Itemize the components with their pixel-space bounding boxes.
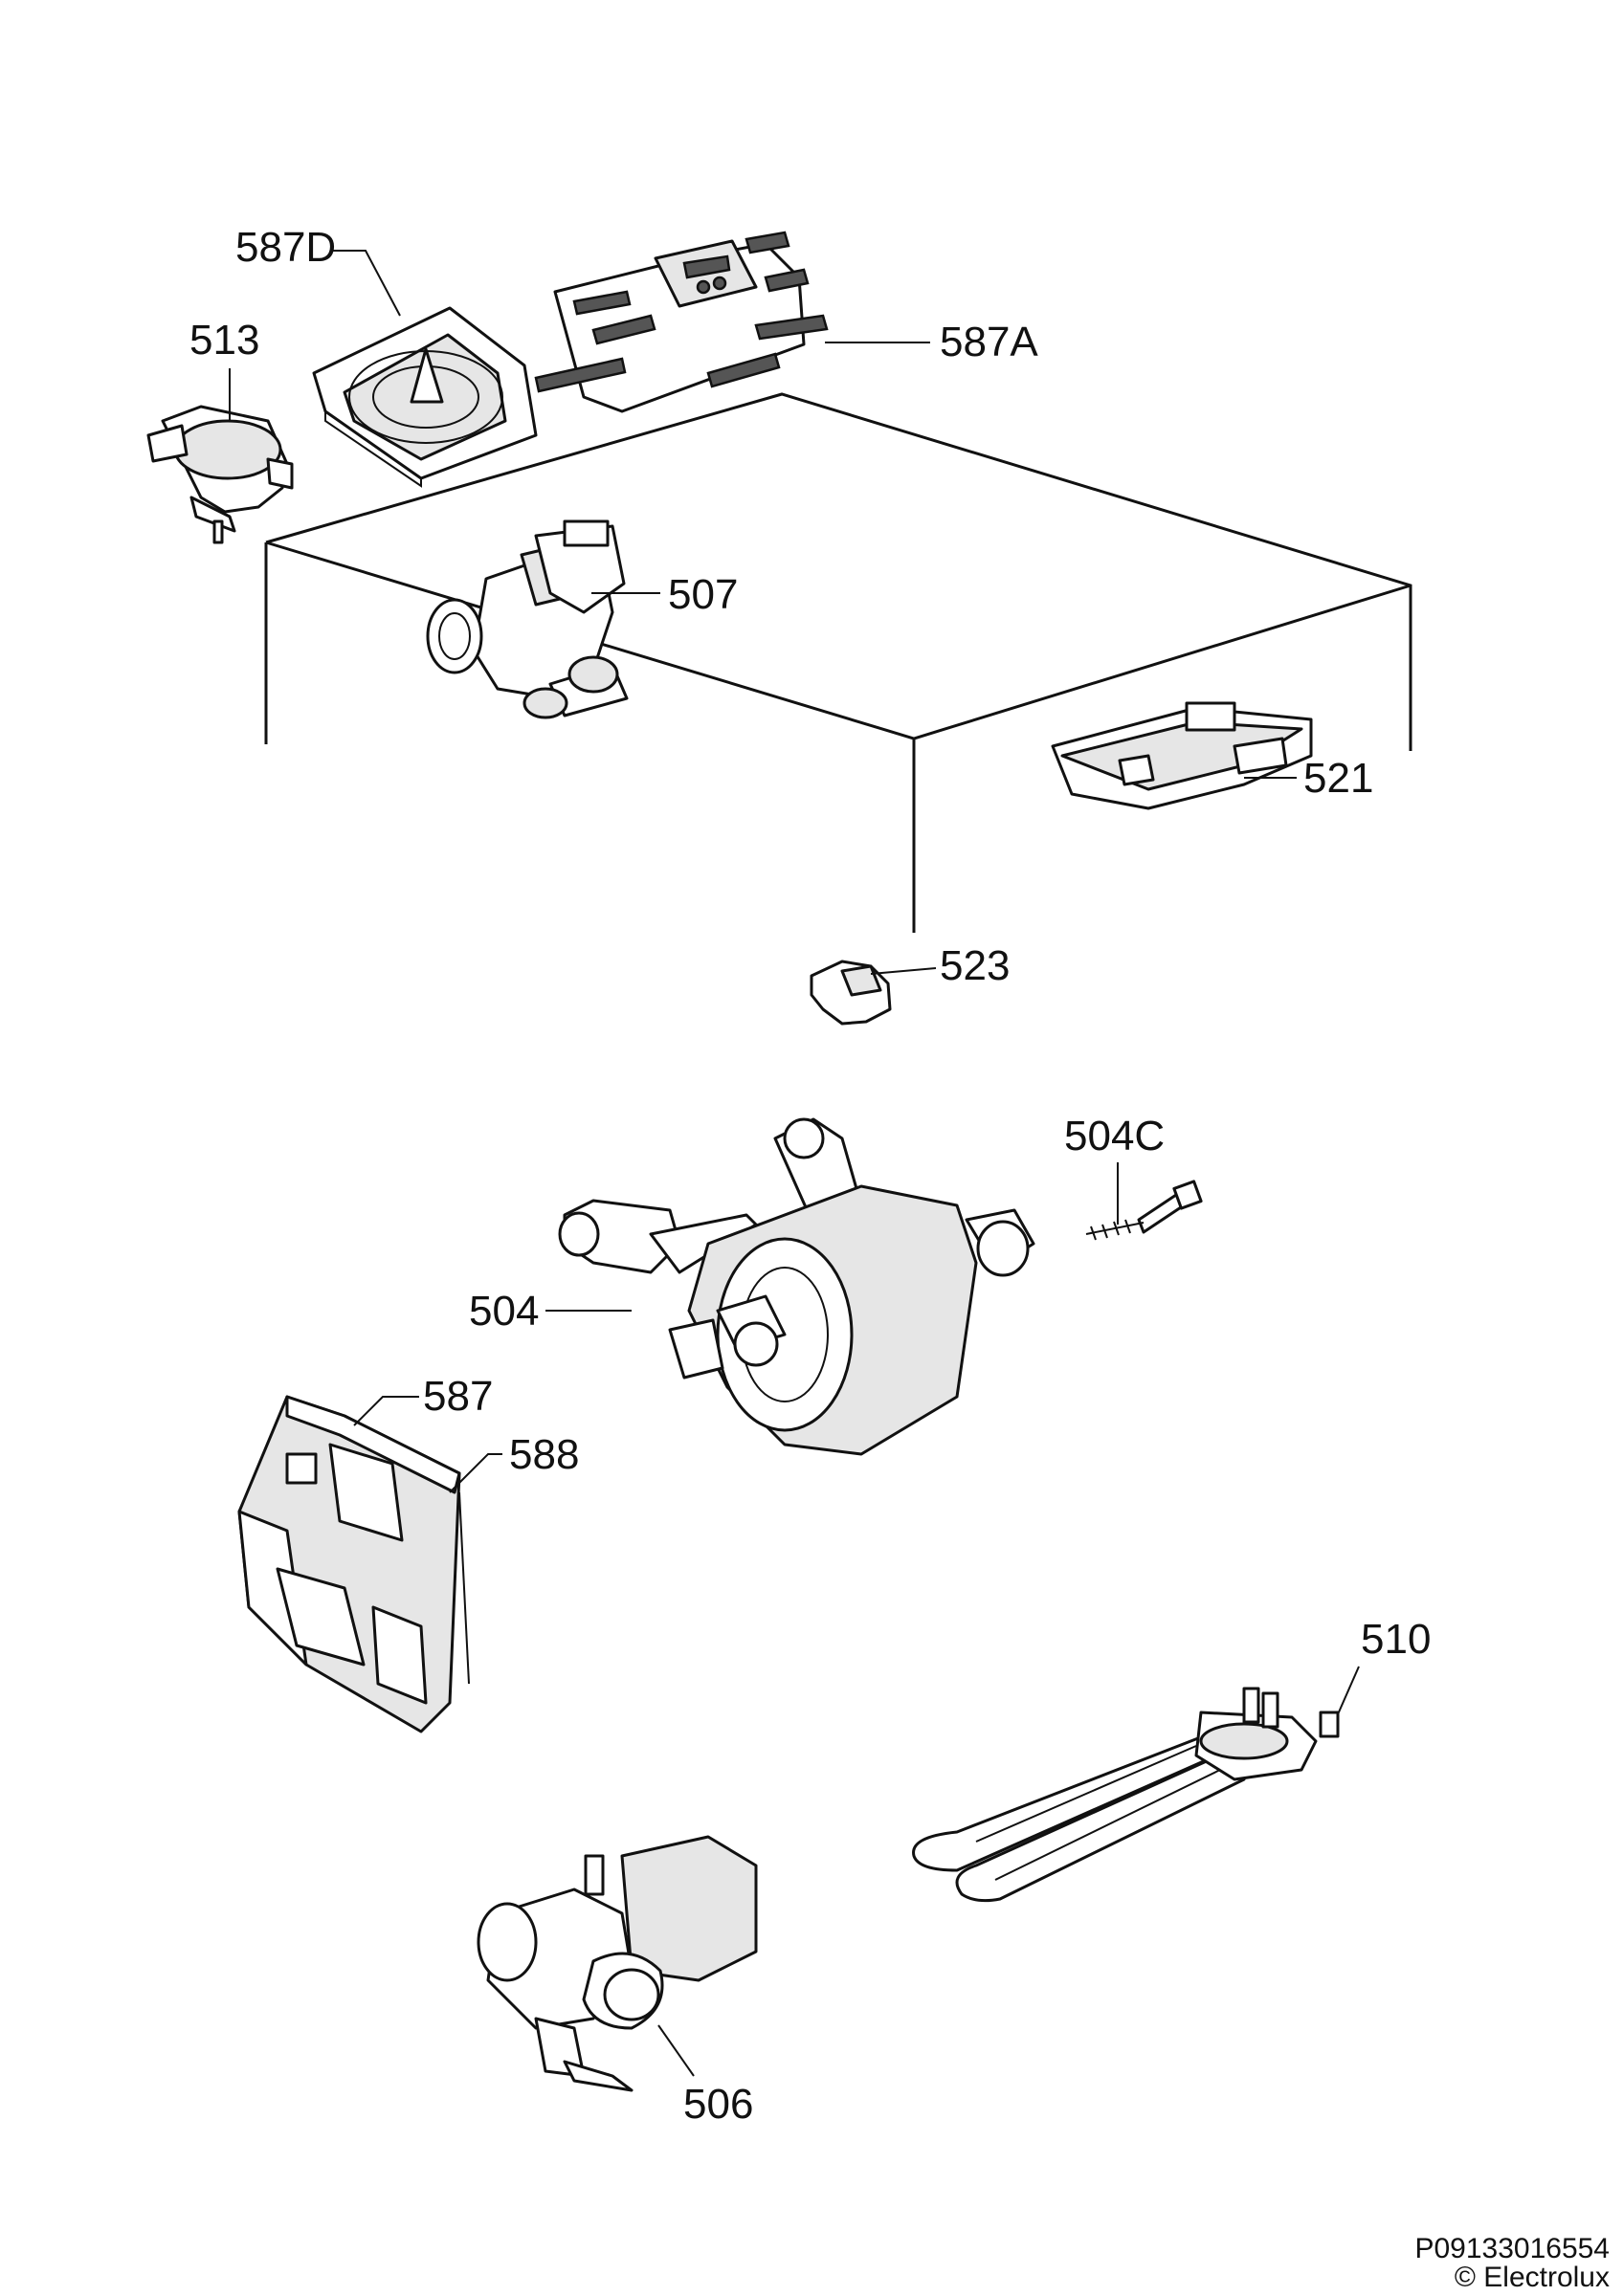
label-587d: 587D [235, 224, 336, 271]
door-lock-521[interactable] [1051, 701, 1313, 810]
drain-pump-506[interactable] [477, 1835, 758, 2092]
label-506: 506 [683, 2081, 753, 2128]
electronic-module-587-588[interactable] [237, 1395, 470, 1733]
pressure-switch-513[interactable] [146, 405, 294, 544]
heating-element-510[interactable] [912, 1687, 1340, 1903]
diagram-code: P09133016554 [1414, 2233, 1610, 2264]
label-587a: 587A [940, 319, 1038, 365]
label-504: 504 [469, 1288, 539, 1335]
screw-504c[interactable] [1085, 1180, 1203, 1241]
label-588: 588 [509, 1431, 579, 1478]
label-510: 510 [1361, 1616, 1431, 1663]
inlet-valve-507[interactable] [426, 519, 629, 719]
switch-523[interactable] [810, 960, 892, 1026]
label-513: 513 [189, 317, 259, 364]
label-521: 521 [1303, 755, 1373, 802]
board-connectors [534, 231, 829, 393]
label-504c: 504C [1064, 1113, 1165, 1159]
knob-housing-587d[interactable] [312, 306, 538, 488]
leader-lines [229, 250, 1360, 2077]
control-board-587a[interactable] [534, 231, 829, 413]
label-587: 587 [423, 1373, 493, 1420]
copyright-notice: © Electrolux [1455, 2262, 1610, 2293]
label-507: 507 [668, 571, 738, 618]
motor-504[interactable] [558, 1117, 1035, 1456]
label-523: 523 [940, 942, 1010, 989]
